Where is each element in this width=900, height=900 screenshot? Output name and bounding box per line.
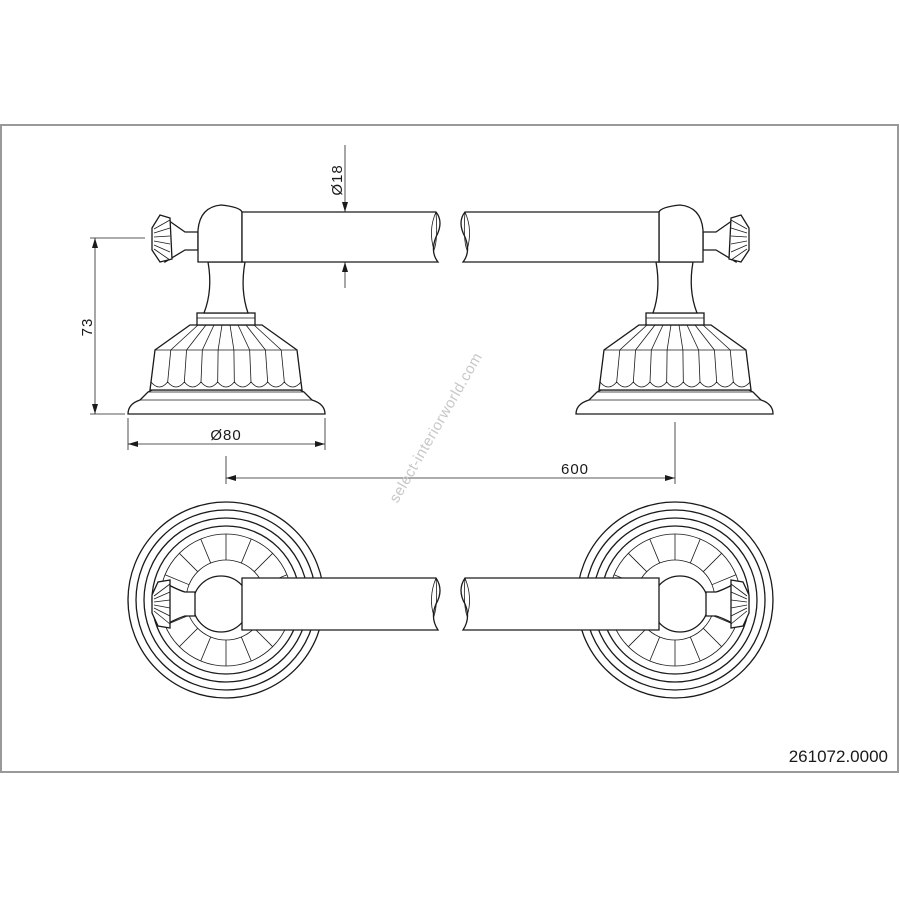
dimension-bar-diameter: Ø18: [329, 145, 348, 288]
dimension-base-diameter: Ø80: [127, 418, 326, 450]
part-number: 261072.0000: [789, 747, 888, 766]
right-bracket: [460, 204, 774, 699]
dim-label-center-distance: 600: [561, 461, 589, 478]
dim-label-height: 73: [79, 318, 96, 337]
dim-label-base-diameter: Ø80: [210, 427, 241, 444]
dim-label-bar-diameter: Ø18: [329, 164, 346, 195]
dimension-center-distance: 600: [225, 422, 676, 484]
watermark: select-interiorworld.com: [386, 350, 486, 506]
left-bracket: [127, 204, 441, 699]
dimension-height: 73: [79, 237, 145, 415]
drawing-frame: [0, 124, 899, 773]
